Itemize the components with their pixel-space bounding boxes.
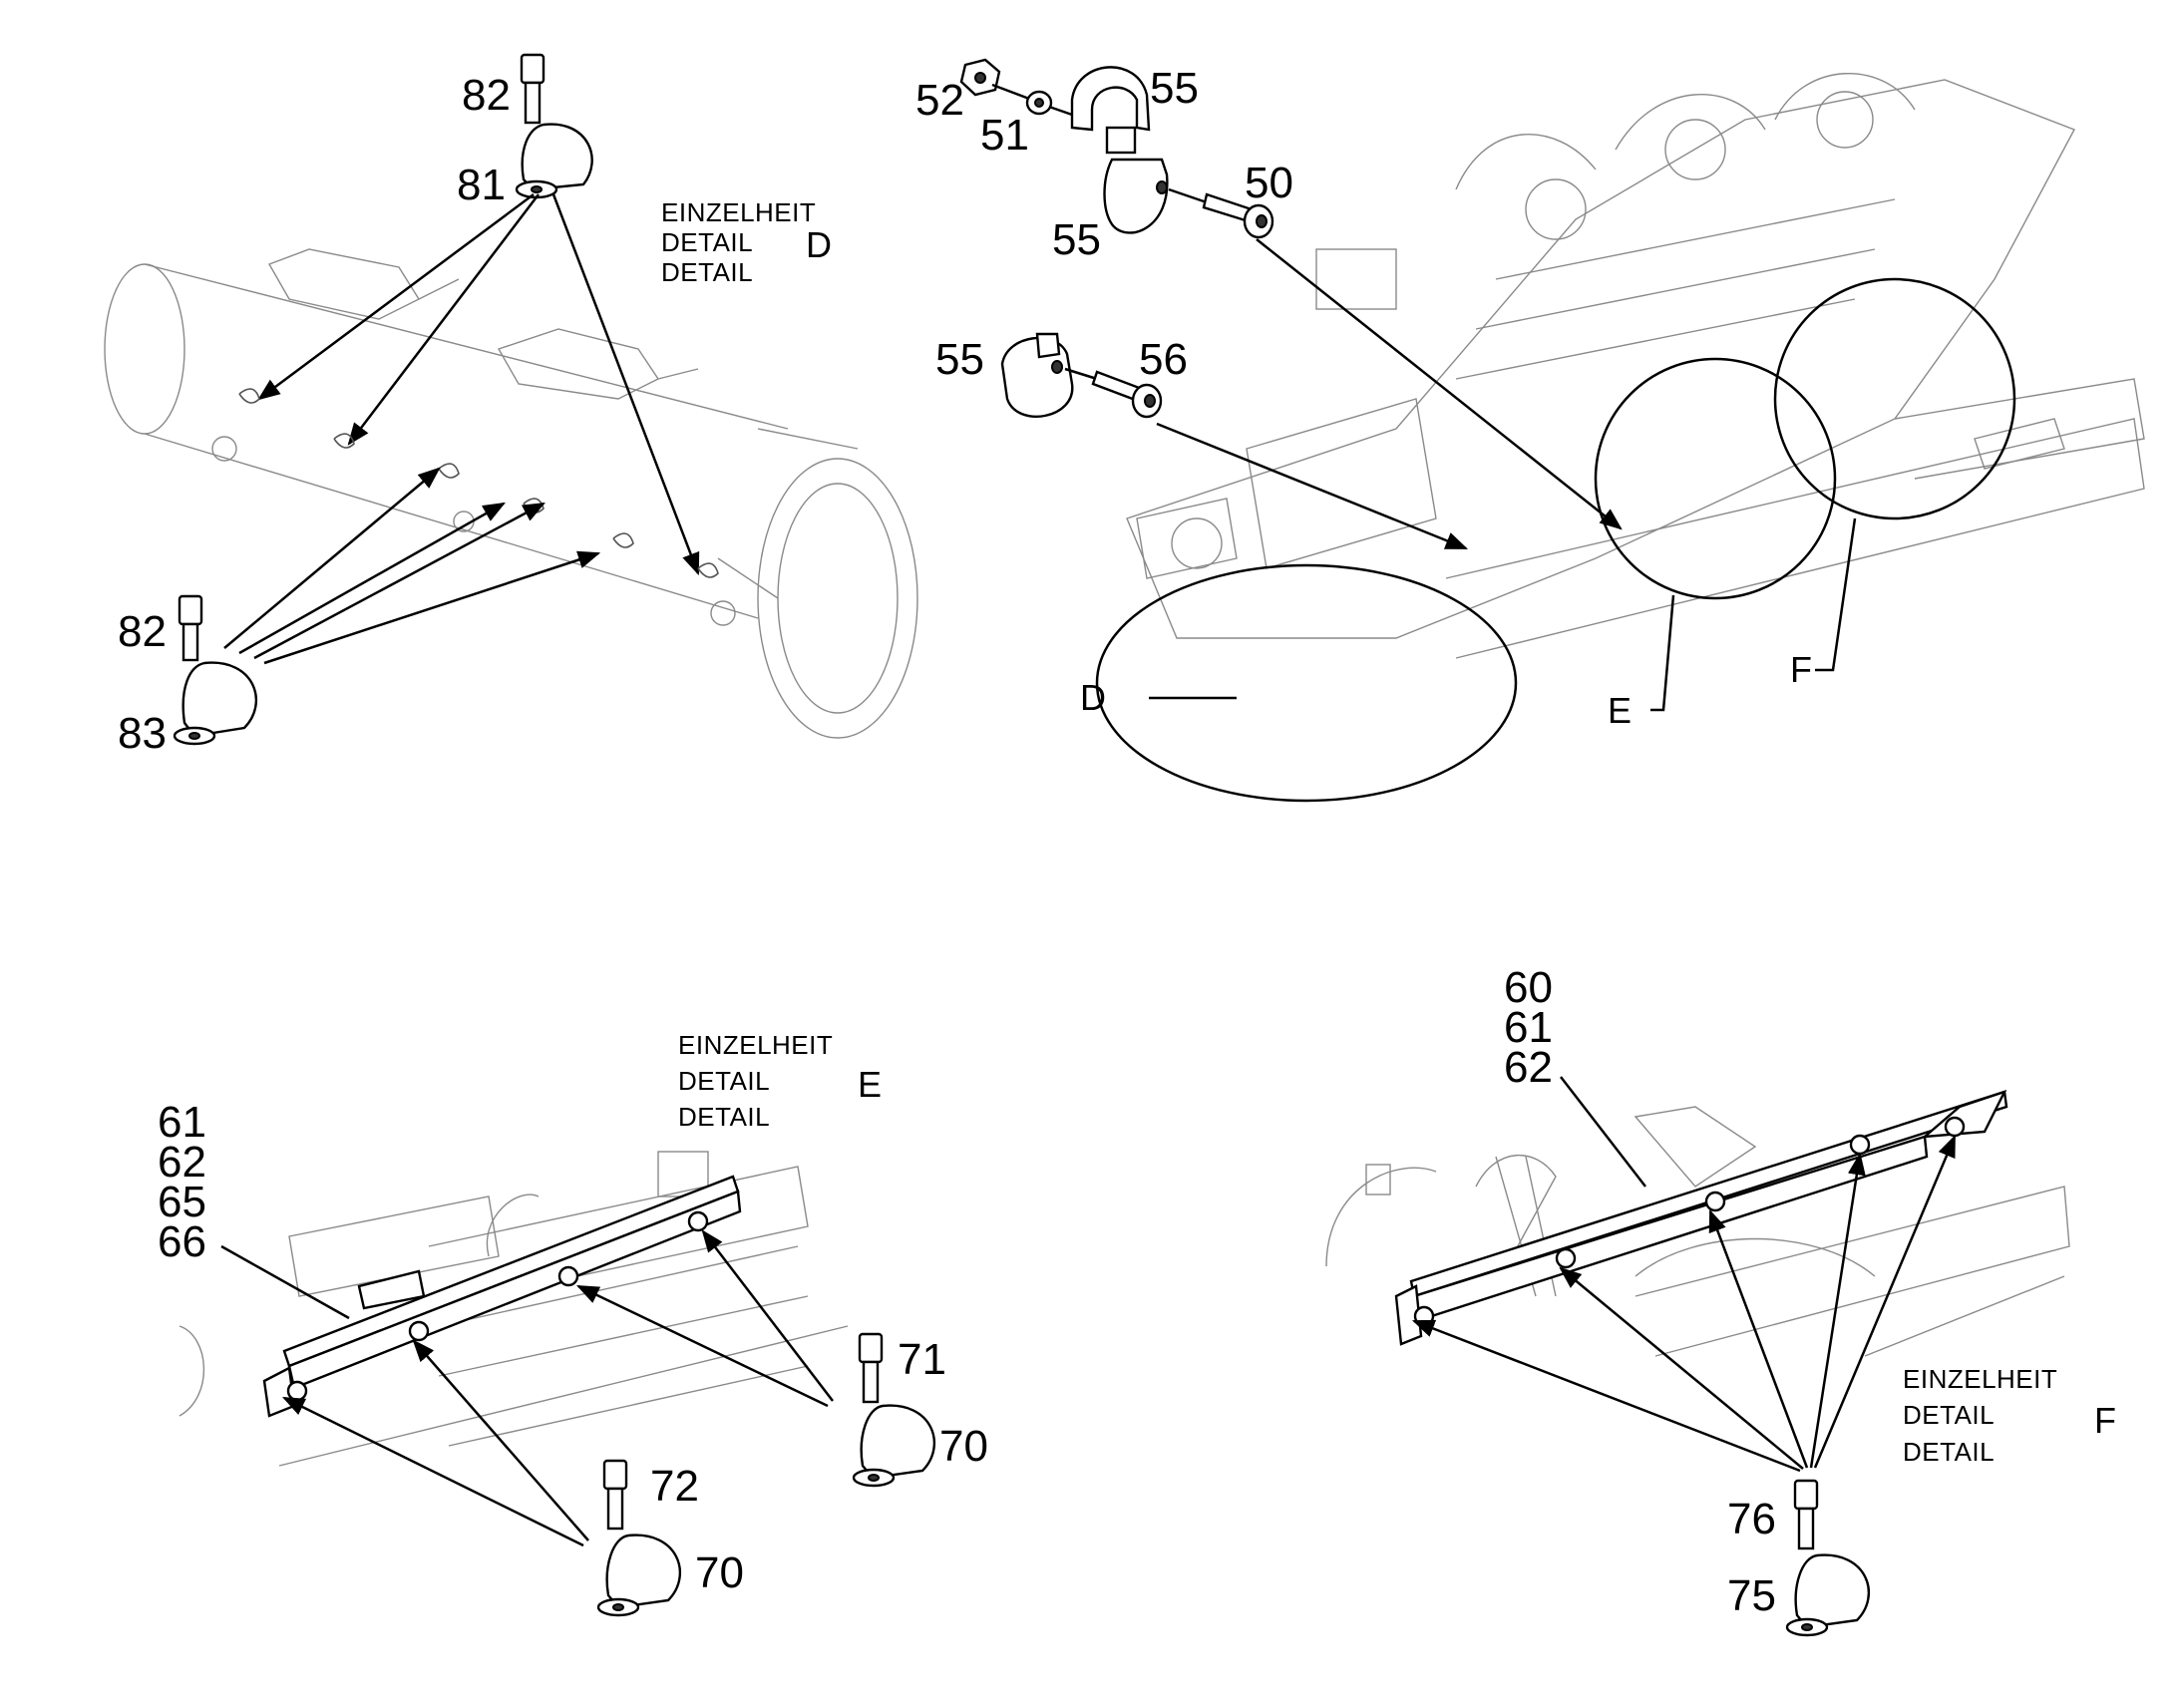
detail-d-clips bbox=[238, 388, 719, 578]
callout-82-bottom: 82 bbox=[118, 607, 167, 656]
detail-e-clips bbox=[286, 1210, 709, 1402]
svg-text:60: 60 bbox=[1504, 963, 1553, 1012]
bolt-icon bbox=[1793, 1479, 1819, 1550]
leader-rail bbox=[220, 1244, 350, 1320]
detail-f-heading: EINZELHEIT DETAIL DETAIL F bbox=[1903, 1364, 2116, 1467]
callout-70-right: 70 bbox=[939, 1422, 988, 1471]
svg-text:62: 62 bbox=[1504, 1043, 1553, 1092]
section-f-circle bbox=[1773, 277, 2016, 520]
section-d-circle bbox=[1095, 563, 1518, 803]
callout-82-top: 82 bbox=[462, 71, 511, 120]
svg-text:E: E bbox=[1608, 690, 1632, 731]
detail-f-clips bbox=[1413, 1116, 1966, 1327]
detail-f-background bbox=[1325, 1106, 2070, 1357]
callout-81: 81 bbox=[457, 161, 506, 209]
svg-text:F: F bbox=[2094, 1400, 2116, 1441]
svg-text:61: 61 bbox=[1504, 1003, 1553, 1052]
callout-76: 76 bbox=[1727, 1495, 1776, 1543]
bolt-icon bbox=[1202, 192, 1274, 239]
svg-text:DETAIL: DETAIL bbox=[678, 1102, 770, 1132]
cable-rail bbox=[262, 1175, 742, 1418]
washer-icon bbox=[1025, 90, 1053, 116]
detail-e: 61 62 65 66 71 70 72 70 bbox=[158, 1030, 988, 1617]
section-e-circle bbox=[1594, 357, 1837, 600]
svg-text:EINZELHEIT: EINZELHEIT bbox=[661, 197, 816, 227]
leader-to-e bbox=[1256, 238, 1623, 530]
callout-56: 56 bbox=[1139, 335, 1188, 384]
pipe-clamp-icon bbox=[1785, 1553, 1871, 1637]
bolt-icon bbox=[602, 1459, 628, 1531]
svg-text:E: E bbox=[858, 1064, 882, 1105]
svg-text:EINZELHEIT: EINZELHEIT bbox=[678, 1030, 833, 1060]
detail-f-leaders bbox=[1411, 1134, 1957, 1473]
section-marker-d: D bbox=[1080, 677, 1237, 718]
leader-to-d bbox=[1156, 422, 1469, 550]
pipe-clamp-icon bbox=[515, 123, 593, 199]
svg-text:DETAIL: DETAIL bbox=[678, 1066, 770, 1096]
svg-text:DETAIL: DETAIL bbox=[1903, 1437, 1995, 1467]
svg-text:DETAIL: DETAIL bbox=[1903, 1400, 1995, 1430]
detail-d: 82 81 82 bbox=[104, 53, 918, 758]
leader-rail bbox=[1560, 1076, 1646, 1188]
clamp-full-icon bbox=[1000, 332, 1074, 418]
callout-75: 75 bbox=[1727, 1571, 1776, 1620]
callout-71: 71 bbox=[898, 1335, 946, 1384]
detail-e-rail-callouts: 61 62 65 66 bbox=[158, 1098, 206, 1266]
svg-text:DETAIL: DETAIL bbox=[661, 227, 753, 257]
clamp-half-icon bbox=[1070, 66, 1151, 155]
clamp-half-icon bbox=[1103, 158, 1169, 234]
detail-d-leaders-bottom bbox=[223, 467, 601, 665]
svg-text:DETAIL: DETAIL bbox=[661, 257, 753, 287]
svg-text:EINZELHEIT: EINZELHEIT bbox=[1903, 1364, 2057, 1394]
engine-assembly bbox=[1126, 72, 2145, 659]
detail-f-rail-callouts: 60 61 62 bbox=[1504, 963, 1553, 1092]
callout-55-top: 55 bbox=[1150, 64, 1199, 113]
svg-text:66: 66 bbox=[158, 1217, 206, 1266]
callout-55-bottom: 55 bbox=[935, 335, 984, 384]
section-marker-f: F bbox=[1790, 517, 1857, 690]
nut-icon bbox=[959, 58, 1001, 97]
detail-e-leaders bbox=[281, 1229, 834, 1547]
svg-text:62: 62 bbox=[158, 1138, 206, 1187]
callout-51: 51 bbox=[980, 111, 1029, 160]
bolt-icon bbox=[520, 53, 545, 125]
callout-72: 72 bbox=[650, 1462, 699, 1511]
callout-70-bottom: 70 bbox=[695, 1548, 744, 1597]
detail-e-background bbox=[179, 1151, 849, 1467]
callout-52: 52 bbox=[915, 76, 964, 125]
bolt-icon bbox=[858, 1332, 884, 1404]
callout-83: 83 bbox=[118, 709, 167, 758]
bolt-icon bbox=[1091, 370, 1163, 419]
pipe-clamp-icon bbox=[852, 1404, 936, 1488]
section-marker-e: E bbox=[1608, 594, 1675, 731]
pipe-clamp-icon bbox=[596, 1534, 682, 1617]
pipe-clamp-icon bbox=[173, 661, 258, 746]
detail-e-heading: EINZELHEIT DETAIL DETAIL E bbox=[678, 1030, 882, 1132]
svg-text:61: 61 bbox=[158, 1098, 206, 1147]
detail-f: 60 61 62 76 75 EINZELHEIT DETAIL bbox=[1325, 963, 2116, 1637]
svg-text:F: F bbox=[1790, 649, 1812, 690]
svg-text:D: D bbox=[806, 224, 832, 265]
cable-rail bbox=[1394, 1089, 2008, 1346]
bolt-icon bbox=[178, 594, 203, 662]
svg-text:65: 65 bbox=[158, 1178, 206, 1226]
svg-text:D: D bbox=[1080, 677, 1106, 718]
detail-d-leaders-top bbox=[257, 192, 700, 576]
main-view: D E F 52 51 55 55 bbox=[915, 58, 2145, 803]
detail-d-heading: EINZELHEIT DETAIL DETAIL D bbox=[661, 197, 832, 287]
callout-50: 50 bbox=[1245, 159, 1293, 207]
callout-55-middle: 55 bbox=[1052, 215, 1101, 264]
